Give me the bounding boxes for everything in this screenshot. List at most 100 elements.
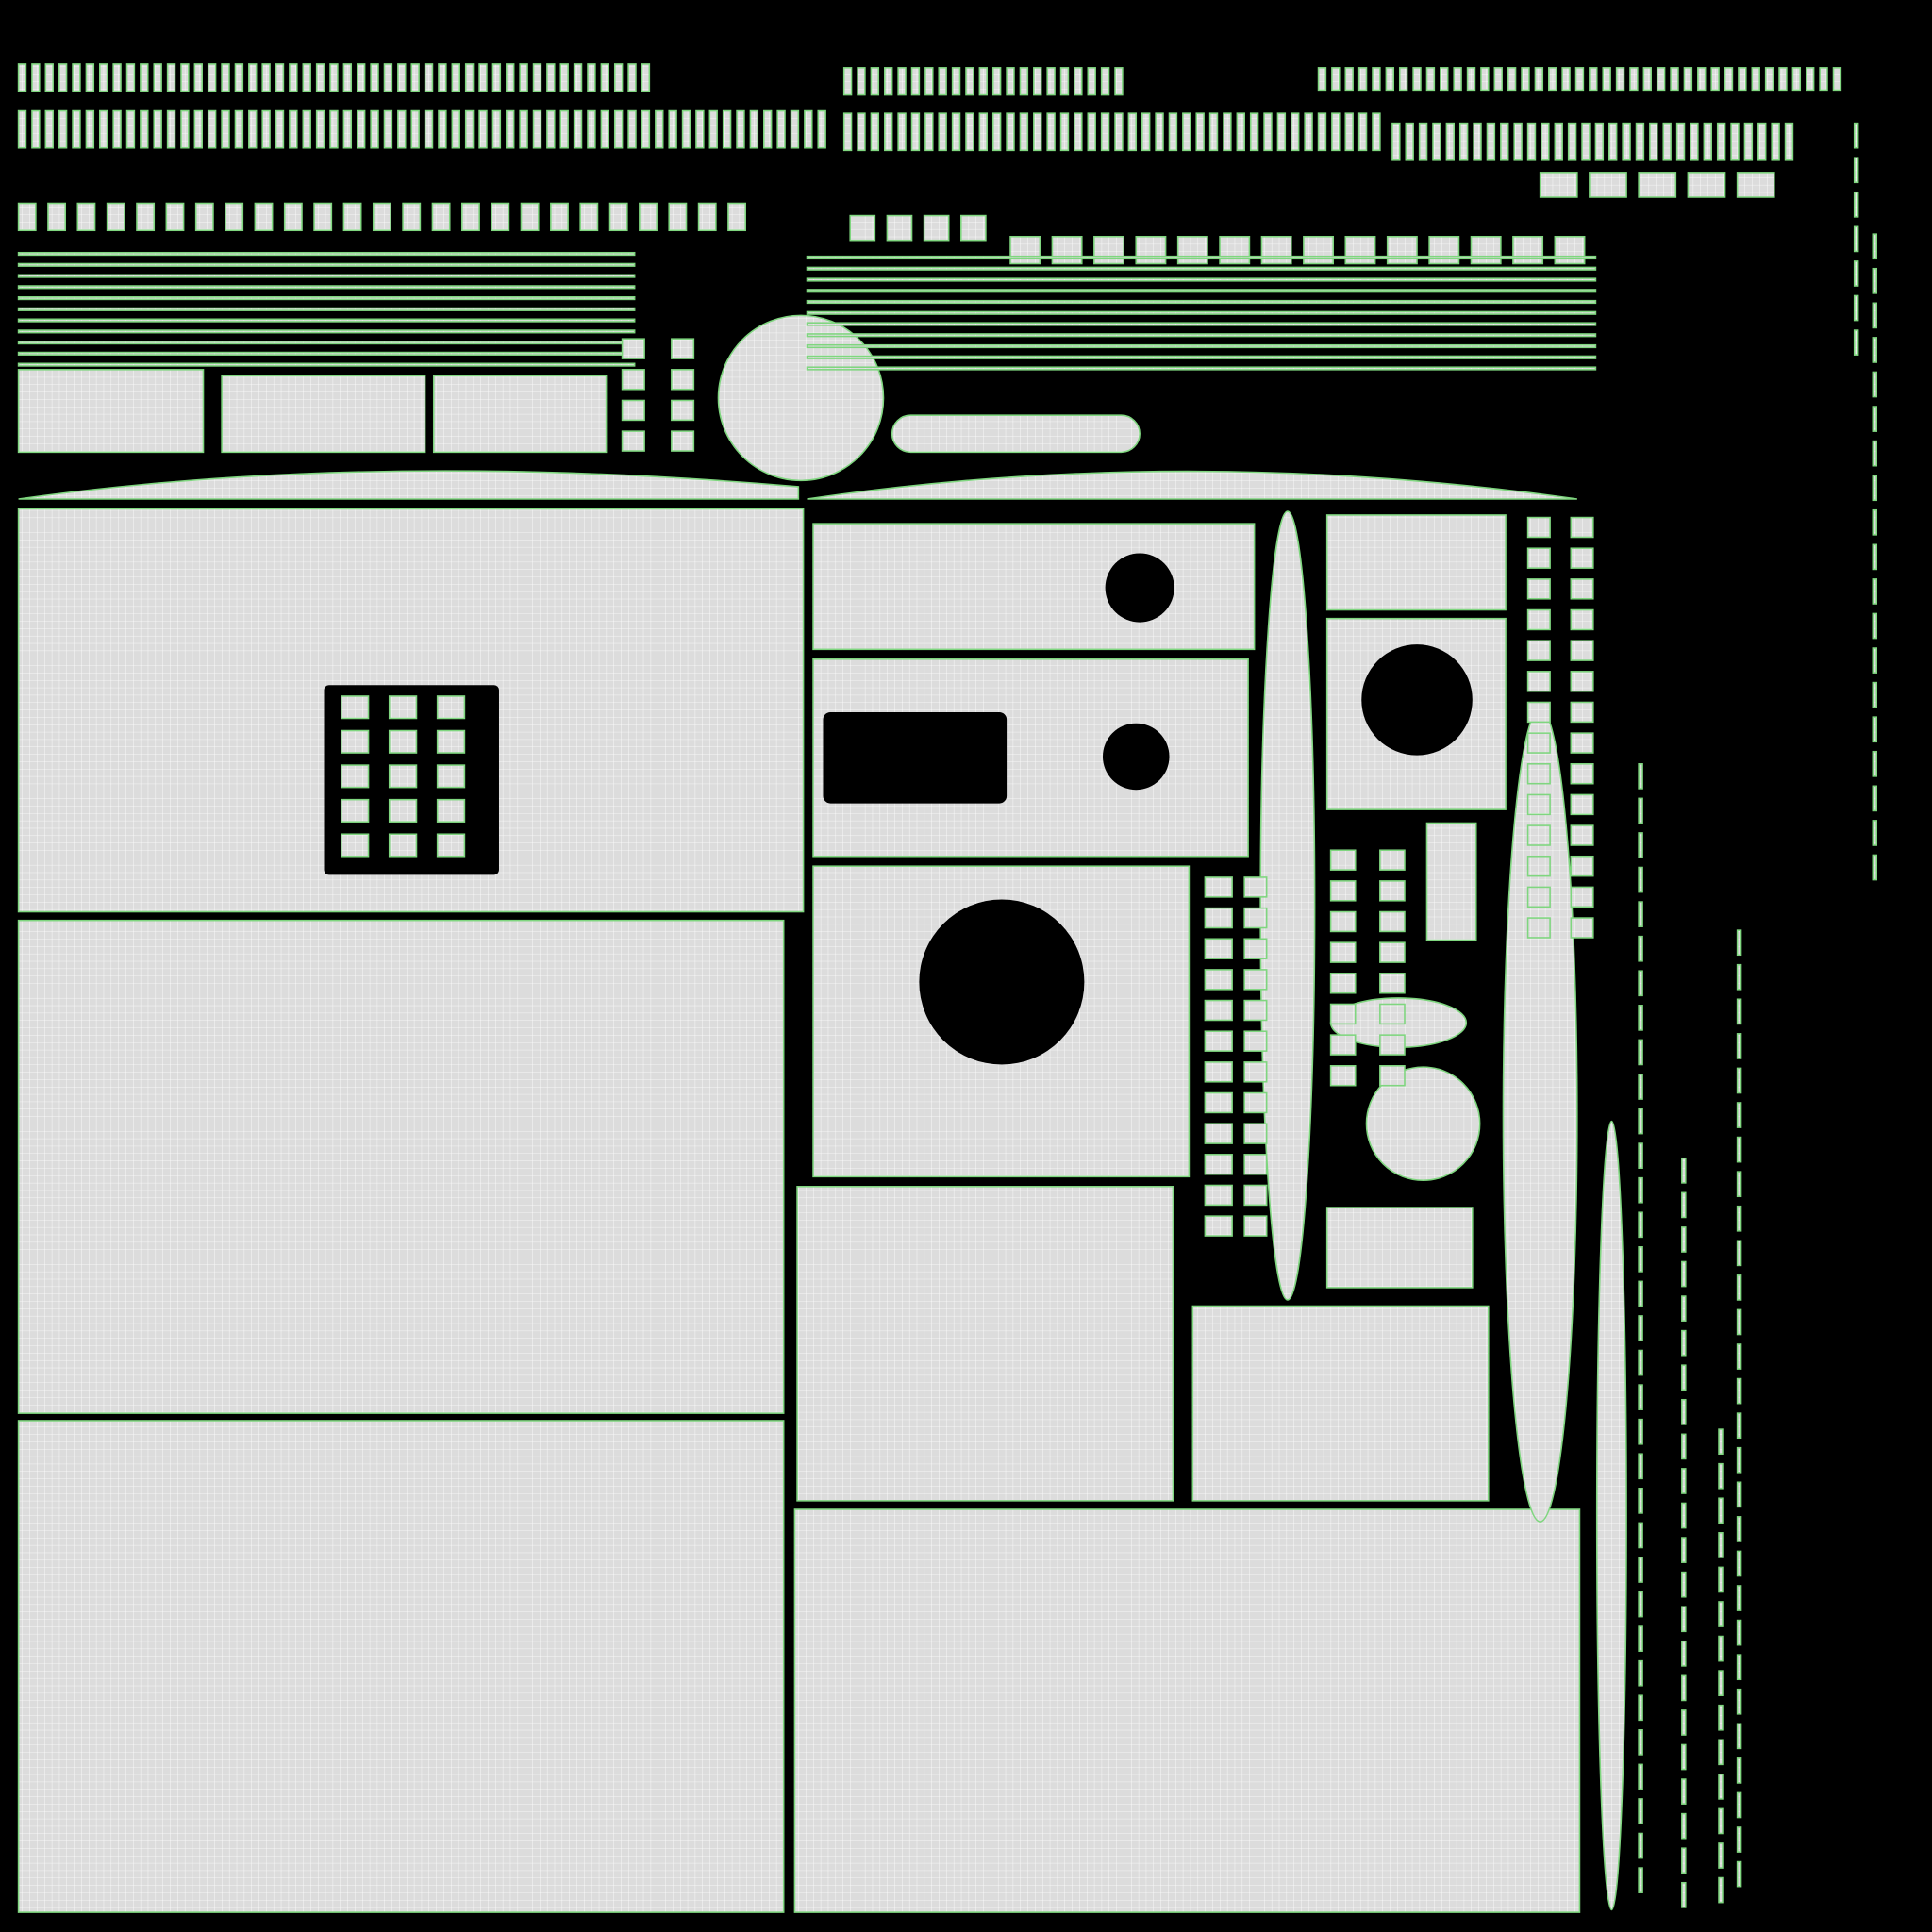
uv-tile [671, 399, 695, 422]
uv-tile [1687, 172, 1726, 198]
uv-tile [1243, 1215, 1268, 1237]
uv-bar [1574, 67, 1585, 92]
uv-tile [1329, 880, 1357, 902]
uv-tile [431, 202, 451, 232]
uv-bar [1567, 122, 1577, 161]
uv-bar [613, 63, 624, 92]
uv-strip [1638, 866, 1643, 893]
uv-tile [1329, 849, 1357, 871]
uv-strip [1638, 1659, 1643, 1687]
uv-bar [600, 109, 610, 149]
uv-strip [1638, 1211, 1643, 1239]
uv-bar [85, 63, 95, 92]
uv-strip [1736, 1481, 1742, 1508]
uv-line [17, 307, 636, 311]
uv-bar [559, 63, 569, 92]
uv-bar [383, 63, 393, 92]
uv-bar [519, 109, 528, 149]
uv-bar [668, 109, 677, 149]
uv-strip [1681, 1329, 1687, 1357]
uv-island-top [17, 369, 205, 454]
uv-strip [1638, 1005, 1643, 1031]
uv-bar [342, 63, 353, 92]
uv-island-large-bottom-right [793, 1508, 1581, 1913]
uv-bar [1534, 67, 1544, 92]
uv-strip [1853, 260, 1859, 287]
uv-line [806, 333, 1597, 338]
uv-bar [58, 63, 68, 92]
uv-tile [579, 202, 599, 232]
uv-strip [1638, 763, 1643, 790]
uv-strip [1718, 1774, 1724, 1800]
uv-strip [1736, 1446, 1742, 1474]
uv-strip [1872, 716, 1878, 743]
uv-bar [451, 63, 460, 92]
uv-tile [671, 369, 695, 391]
uv-tile [1243, 1184, 1268, 1207]
uv-tile [1526, 547, 1551, 569]
uv-strip [1638, 1763, 1643, 1790]
uv-line [17, 329, 636, 334]
uv-tile [436, 695, 466, 720]
uv-small-islands [17, 63, 1878, 1908]
uv-bar [1033, 67, 1042, 96]
uv-bar [897, 112, 907, 152]
uv-strip [1736, 1688, 1742, 1715]
uv-bar [546, 109, 556, 149]
uv-strip [1736, 1550, 1742, 1577]
uv-bar [655, 109, 664, 149]
uv-bar [924, 112, 934, 152]
uv-bar [1480, 67, 1490, 92]
uv-island-panel-top [812, 523, 1256, 651]
uv-bar [600, 63, 610, 92]
uv-strip [1638, 1798, 1643, 1824]
uv-bar [587, 63, 596, 92]
uv-island-top [432, 375, 608, 454]
uv-bar [1385, 67, 1395, 92]
uv-strip [1736, 1860, 1742, 1888]
uv-bar [478, 63, 488, 92]
uv-bar [221, 109, 230, 149]
uv-tile [436, 798, 466, 823]
uv-tile [341, 695, 370, 720]
uv-bar [978, 67, 988, 96]
uv-bar [965, 112, 974, 152]
uv-tile [1204, 1184, 1233, 1207]
uv-island-top [221, 375, 426, 454]
uv-bar [438, 63, 447, 92]
uv-bar [1791, 67, 1802, 92]
uv-strip [1872, 543, 1878, 571]
uv-tile [1526, 671, 1551, 692]
uv-tile [136, 202, 156, 232]
uv-bar [1059, 67, 1070, 96]
uv-strip [1853, 225, 1859, 253]
uv-bar [1304, 112, 1313, 152]
uv-strip [1736, 1585, 1742, 1611]
uv-bar [1372, 112, 1381, 152]
uv-bar [410, 63, 420, 92]
uv-line [17, 351, 636, 356]
uv-bar [1317, 67, 1327, 92]
uv-strip [1681, 1157, 1687, 1184]
uv-bar [1589, 67, 1598, 92]
uv-tile [1329, 973, 1357, 994]
uv-bar [1236, 112, 1245, 152]
uv-tile [1539, 172, 1578, 198]
uv-bar [1805, 67, 1815, 92]
uv-tile [342, 202, 362, 232]
uv-bar [1033, 112, 1042, 152]
uv-island-large-bottom-left [17, 1420, 785, 1913]
uv-bar [207, 63, 217, 92]
uv-bar [85, 109, 95, 149]
uv-bar [370, 109, 379, 149]
uv-strip [1718, 1601, 1724, 1627]
uv-tile [1526, 763, 1551, 785]
uv-bar [289, 109, 298, 149]
uv-strip [1718, 1497, 1724, 1524]
uv-bar [1554, 122, 1563, 161]
uv-bar [573, 63, 583, 92]
uv-tile [1329, 1065, 1357, 1087]
uv-bar [857, 112, 866, 152]
uv-bar [383, 109, 393, 149]
